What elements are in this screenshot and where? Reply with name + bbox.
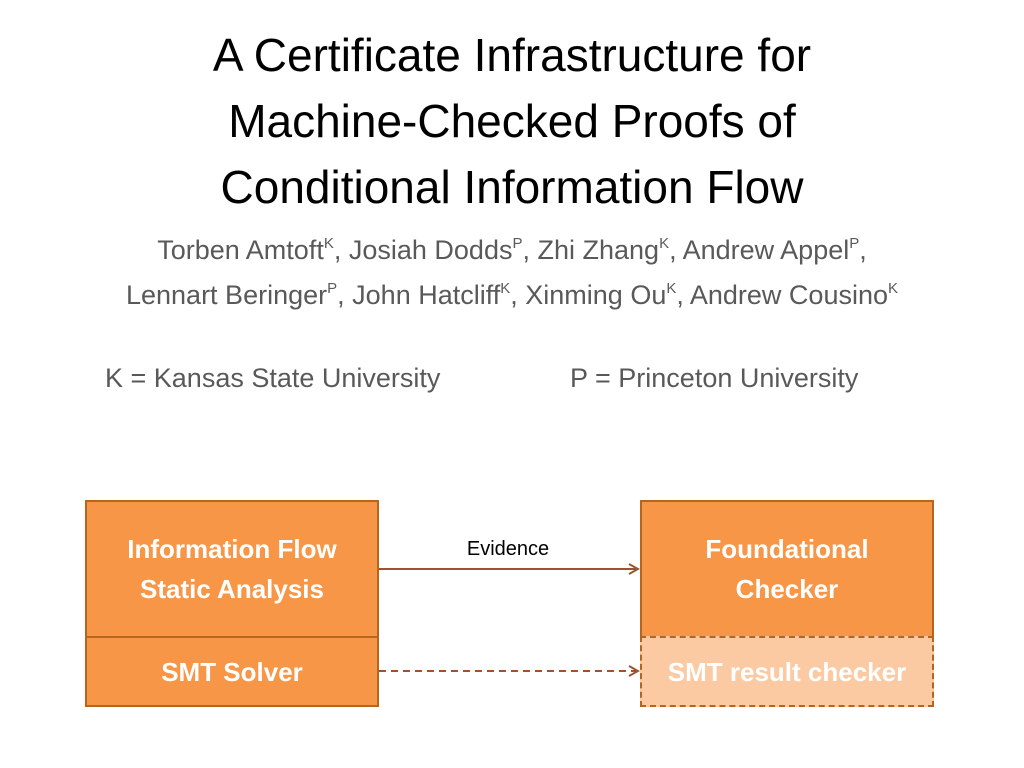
affiliation-princeton: P = Princeton University: [570, 363, 859, 393]
box-label: SMT Solver: [161, 656, 303, 687]
author-name: John Hatcliff: [352, 280, 501, 310]
author-affiliation-mark: K: [500, 280, 511, 297]
box-label-line: Checker: [735, 574, 839, 604]
author-affiliation-mark: P: [512, 235, 523, 252]
author-name: Andrew Appel: [682, 235, 850, 265]
author-name: Xinming Ou: [525, 280, 667, 310]
author-name: Zhi Zhang: [537, 235, 660, 265]
author-affiliation-mark: K: [659, 235, 670, 252]
information-flow-static-analysis-box: Information Flow Static Analysis: [85, 500, 379, 638]
author-separator: ,: [510, 280, 526, 310]
slide-title: A Certificate Infrastructure for Machine…: [0, 22, 1024, 220]
author-affiliation-mark: K: [666, 280, 677, 297]
author-name: Lennart Beringer: [125, 280, 328, 310]
affiliation-kansas-state: K = Kansas State University: [105, 363, 441, 393]
author-line: Torben AmtoftK, Josiah DoddsP, Zhi Zhang…: [0, 228, 1024, 273]
smt-result-checker-box: SMT result checker: [640, 636, 934, 707]
author-separator: ,: [522, 235, 538, 265]
box-label-line: Information Flow: [127, 534, 337, 564]
author-affiliation-mark: P: [327, 280, 338, 297]
author-line: Lennart BeringerP, John HatcliffK, Xinmi…: [0, 273, 1024, 318]
author-separator: ,: [859, 235, 867, 265]
author-name: Josiah Dodds: [348, 235, 513, 265]
title-line: Conditional Information Flow: [220, 161, 804, 213]
evidence-label: Evidence: [466, 538, 550, 560]
author-separator: ,: [669, 235, 683, 265]
author-separator: ,: [333, 235, 349, 265]
author-list: Torben AmtoftK, Josiah DoddsP, Zhi Zhang…: [0, 228, 1024, 318]
box-label-line: Foundational: [705, 534, 869, 564]
box-label: SMT result checker: [667, 656, 907, 687]
author-separator: ,: [676, 280, 690, 310]
title-line: Machine-Checked Proofs of: [228, 95, 796, 147]
title-line: A Certificate Infrastructure for: [212, 29, 812, 81]
author-name: Andrew Cousino: [689, 280, 888, 310]
author-separator: ,: [337, 280, 353, 310]
box-label-line: Static Analysis: [139, 574, 324, 604]
author-affiliation-mark: K: [323, 235, 334, 252]
author-affiliation-mark: P: [849, 235, 860, 252]
smt-solver-box: SMT Solver: [85, 636, 379, 707]
author-affiliation-mark: K: [888, 280, 899, 297]
author-name: Torben Amtoft: [157, 235, 324, 265]
foundational-checker-box: Foundational Checker: [640, 500, 934, 638]
